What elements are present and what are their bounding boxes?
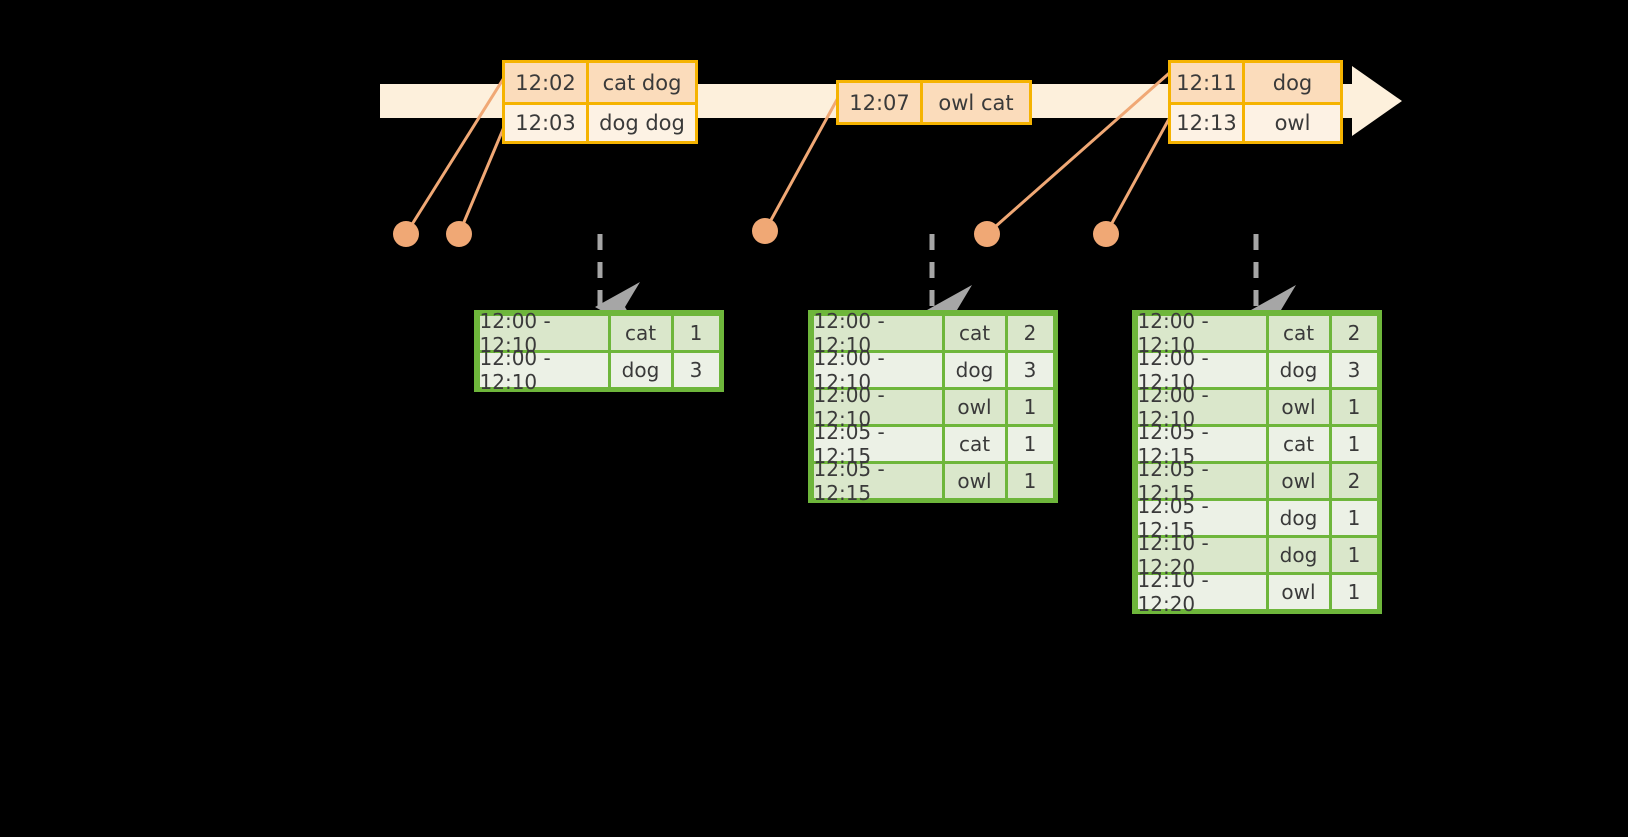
word-cell: dog xyxy=(610,352,671,387)
connector-line xyxy=(763,84,847,232)
count-cell: 2 xyxy=(1007,315,1053,350)
word-cell: owl xyxy=(944,463,1005,498)
event-dot xyxy=(974,221,1000,247)
timeline-graphics xyxy=(380,64,1402,320)
count-cell: 3 xyxy=(673,352,719,387)
word-cell: dog xyxy=(1268,352,1329,387)
event-dot xyxy=(446,221,472,247)
word-cell: cat xyxy=(610,315,671,350)
word-cell: cat xyxy=(1268,315,1329,350)
window-range-cell: 12:05 - 12:15 xyxy=(813,457,942,505)
window-range-cell: 12:00 - 12:10 xyxy=(813,346,942,394)
word-cell: owl xyxy=(944,389,1005,424)
word-cell: dog xyxy=(1268,500,1329,535)
window-range-cell: 12:00 - 12:10 xyxy=(1137,309,1266,357)
word-cell: cat xyxy=(944,426,1005,461)
event-timestamp: 12:07 xyxy=(839,83,923,122)
window-range-cell: 12:00 - 12:10 xyxy=(1137,346,1266,394)
event-timestamp: 12:02 xyxy=(505,63,589,102)
count-cell: 3 xyxy=(1331,352,1377,387)
count-cell: 3 xyxy=(1007,352,1053,387)
window-range-cell: 12:10 - 12:20 xyxy=(1137,568,1266,616)
event-timestamp: 12:11 xyxy=(1171,63,1245,102)
event-words: dog dog xyxy=(589,105,695,141)
word-cell: cat xyxy=(944,315,1005,350)
count-cell: 2 xyxy=(1331,315,1377,350)
event-words: cat dog xyxy=(589,63,695,102)
event-dot xyxy=(752,218,778,244)
window-range-cell: 12:00 - 12:10 xyxy=(813,309,942,357)
event-timestamp: 12:13 xyxy=(1171,105,1245,141)
connector-line xyxy=(404,64,514,235)
event-dots xyxy=(393,218,1119,247)
word-cell: dog xyxy=(944,352,1005,387)
window-range-cell: 12:05 - 12:15 xyxy=(1137,420,1266,468)
event-words: owl xyxy=(1245,105,1340,141)
window-range-cell: 12:05 - 12:15 xyxy=(813,420,942,468)
event-words: owl cat xyxy=(923,83,1029,122)
down-arrows xyxy=(595,234,1296,320)
count-cell: 1 xyxy=(1007,426,1053,461)
event-dot xyxy=(393,221,419,247)
word-cell: owl xyxy=(1268,389,1329,424)
window-range-cell: 12:00 - 12:10 xyxy=(479,309,608,357)
event-words: dog xyxy=(1245,63,1340,102)
window-range-cell: 12:10 - 12:20 xyxy=(1137,531,1266,579)
count-cell: 1 xyxy=(1331,500,1377,535)
count-cell: 2 xyxy=(1331,463,1377,498)
count-cell: 1 xyxy=(1007,463,1053,498)
count-cell: 1 xyxy=(1331,574,1377,609)
window-range-cell: 12:00 - 12:10 xyxy=(813,383,942,431)
window-range-cell: 12:05 - 12:15 xyxy=(1137,494,1266,542)
count-cell: 1 xyxy=(1331,537,1377,572)
count-cell: 1 xyxy=(1331,426,1377,461)
event-dot xyxy=(1093,221,1119,247)
count-cell: 1 xyxy=(1331,389,1377,424)
word-cell: cat xyxy=(1268,426,1329,461)
window-range-cell: 12:00 - 12:10 xyxy=(1137,383,1266,431)
event-timestamp: 12:03 xyxy=(505,105,589,141)
word-cell: owl xyxy=(1268,463,1329,498)
count-cell: 1 xyxy=(673,315,719,350)
word-cell: dog xyxy=(1268,537,1329,572)
count-cell: 1 xyxy=(1007,389,1053,424)
window-range-cell: 12:00 - 12:10 xyxy=(479,346,608,394)
word-cell: owl xyxy=(1268,574,1329,609)
connector-line xyxy=(1104,107,1177,235)
window-range-cell: 12:05 - 12:15 xyxy=(1137,457,1266,505)
